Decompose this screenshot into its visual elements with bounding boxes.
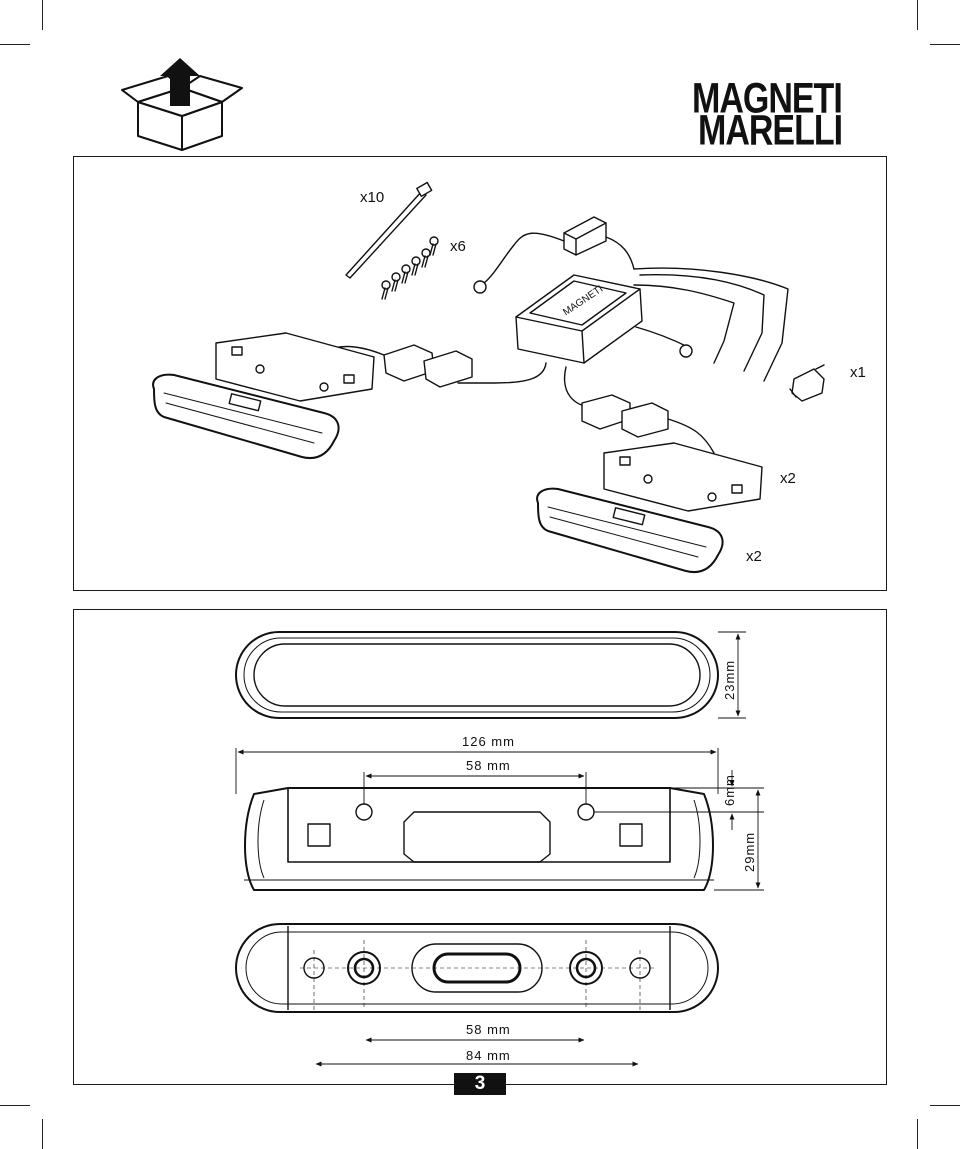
brand-logo: MAGNETI MARELLI xyxy=(688,78,843,153)
brand-line-2: MARELLI xyxy=(698,107,843,155)
crop-mark xyxy=(42,0,43,30)
crop-mark xyxy=(917,0,918,30)
screws-quantity: x6 xyxy=(450,238,466,255)
lamp-bottom-view xyxy=(235,923,719,1013)
top-spacing-dimension-label: 58 mm xyxy=(466,758,511,773)
led-lamp-icon xyxy=(152,373,340,459)
wire-connector-icon xyxy=(581,394,715,454)
power-wires-icon xyxy=(633,267,789,382)
crop-mark xyxy=(917,1119,918,1149)
connector-quantity: x1 xyxy=(850,364,866,381)
screws-icon xyxy=(381,236,439,300)
connector-icon xyxy=(789,364,825,402)
fuse-holder-icon xyxy=(473,216,635,294)
length-dimension-label: 126 mm xyxy=(462,734,515,749)
kit-contents-drawing: MAGNETI xyxy=(152,181,866,573)
crop-mark xyxy=(42,1119,43,1149)
lamp-top-view xyxy=(244,787,714,891)
crop-mark xyxy=(0,1105,30,1106)
height-dimension-label: 23mm xyxy=(722,660,737,700)
dimensions-drawing: 23mm 126 mm 58 mm 6mm 29mm 58 mm 84 mm xyxy=(235,631,764,1067)
control-box-icon: MAGNETI xyxy=(515,274,643,364)
depth-dimension-label: 29mm xyxy=(742,832,757,872)
dimensions-panel: 23mm 126 mm 58 mm 6mm 29mm 58 mm 84 mm xyxy=(73,609,887,1085)
inner-spacing-dimension-label: 58 mm xyxy=(466,1022,511,1037)
crop-mark xyxy=(930,1105,960,1106)
mounting-bracket-icon xyxy=(603,442,763,512)
crop-mark xyxy=(930,44,960,45)
lamps-quantity: x2 xyxy=(746,548,762,565)
box-arrow-up-icon xyxy=(121,58,243,151)
cable-ties-quantity: x10 xyxy=(360,189,384,206)
led-lamp-icon xyxy=(536,487,724,573)
outer-spacing-dimension-label: 84 mm xyxy=(466,1048,511,1063)
brackets-quantity: x2 xyxy=(780,470,796,487)
brand-line-1: MAGNETI xyxy=(692,75,843,123)
offset-dimension-label: 6mm xyxy=(722,774,737,806)
lamp-front-view xyxy=(235,631,719,719)
cable-tie-icon xyxy=(345,181,433,279)
kit-contents-panel: MAGNETI xyxy=(73,156,887,591)
mounting-bracket-icon xyxy=(215,332,375,402)
wire-connector-icon xyxy=(321,344,473,388)
page-number: 3 xyxy=(454,1073,506,1095)
crop-mark xyxy=(0,44,30,45)
